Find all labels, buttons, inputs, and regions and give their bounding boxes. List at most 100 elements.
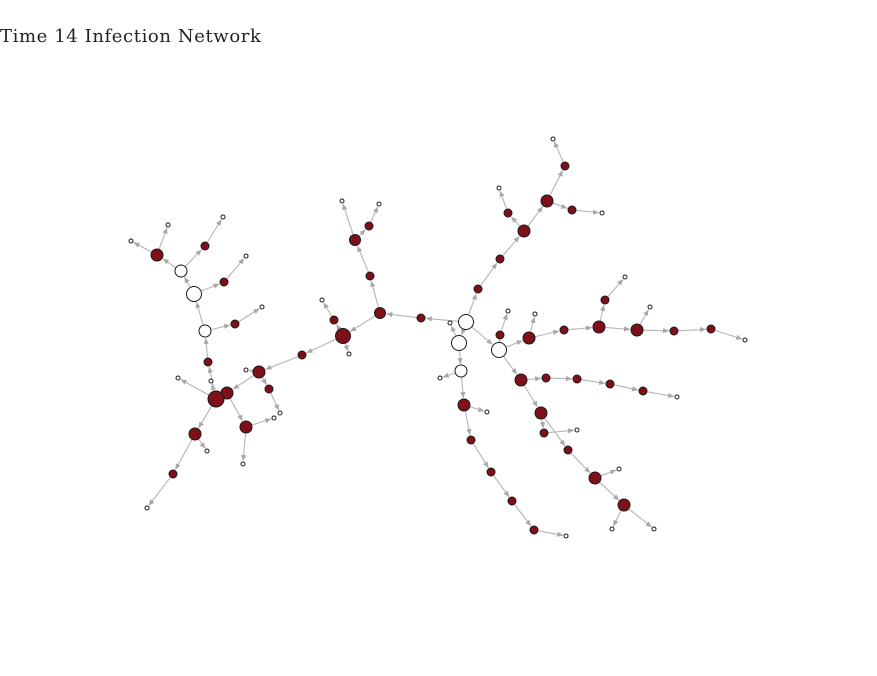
susceptible-node-d9 (622, 274, 628, 280)
infected-node-d8 (600, 295, 610, 305)
susceptible-node-d11 (647, 304, 653, 310)
edge-a13-to-a17 (232, 375, 254, 390)
edge-a14-to-a15 (270, 392, 280, 411)
edge-d10-to-d12 (643, 328, 670, 334)
edge-a24-to-a26 (174, 439, 193, 470)
susceptible-node-a5 (339, 198, 345, 204)
edge-a4-to-a6 (358, 229, 366, 237)
edge-c9-to-c10 (514, 504, 532, 527)
susceptible-node-a37 (220, 214, 226, 220)
edge-a18-to-a20 (180, 379, 209, 396)
edge-d12-to-d13 (678, 326, 707, 333)
susceptible-node-d14 (742, 337, 748, 343)
edge-a8-to-a12 (306, 338, 336, 354)
infected-node-a30 (230, 319, 240, 329)
susceptible-node-a10 (319, 297, 325, 303)
edge-a36-to-a37 (206, 219, 222, 243)
infected-node-a9 (329, 315, 339, 325)
edge-a29-to-a30 (211, 323, 231, 331)
susceptible-node-b10 (599, 210, 605, 216)
edge-hub-c-to-c1 (461, 328, 467, 336)
edge-b9-to-b10 (576, 209, 600, 215)
edge-c5-to-c7 (464, 411, 472, 436)
node-layer (128, 136, 748, 539)
infected-node-a6 (364, 221, 374, 231)
edge-e7-to-e10 (544, 417, 566, 447)
edge-e4-to-e5 (614, 384, 639, 392)
infected-node-a3 (365, 271, 375, 281)
susceptible-node-c3 (454, 364, 468, 378)
edge-e8-to-e9 (548, 428, 575, 434)
infected-node-e8 (539, 428, 549, 438)
susceptible-node-a23 (240, 461, 246, 467)
susceptible-node-hub-c (458, 314, 474, 330)
infected-node-b6 (540, 194, 554, 208)
edge-c3-to-c5 (460, 377, 466, 399)
susceptible-node-a27 (144, 505, 150, 511)
edge-e13-to-e15 (628, 508, 653, 528)
susceptible-node-c4 (437, 375, 443, 381)
edge-d4-to-d5 (530, 316, 536, 332)
edge-a2-to-a8 (349, 315, 376, 332)
susceptible-node-a29 (198, 324, 212, 338)
susceptible-node-b8 (550, 136, 556, 142)
infected-node-b3 (517, 224, 531, 238)
edge-d1-to-d4 (506, 340, 523, 348)
infected-node-d12 (669, 326, 679, 336)
edge-a13-to-a16 (248, 368, 256, 374)
susceptible-node-a20 (175, 375, 181, 381)
susceptible-node-e15 (651, 526, 657, 532)
infected-node-d7 (592, 320, 606, 334)
edge-c1-to-c2 (450, 325, 457, 336)
edge-a1-to-a2 (386, 311, 417, 319)
infected-node-d10 (630, 323, 644, 337)
infected-node-d13 (706, 324, 716, 334)
infected-node-c10 (529, 525, 539, 535)
edge-d7-to-d8 (599, 304, 606, 321)
susceptible-node-a25 (204, 448, 210, 454)
susceptible-node-e6 (674, 394, 680, 400)
edge-a21-to-a23 (241, 433, 247, 462)
edge-d6-to-d7 (568, 325, 593, 331)
edge-a21-to-a22 (252, 418, 272, 426)
infected-node-c5 (457, 398, 471, 412)
edge-e2-to-e3 (550, 375, 573, 382)
susceptible-node-c2 (447, 320, 453, 326)
infected-node-a21 (239, 420, 253, 434)
susceptible-node-b5 (496, 185, 502, 191)
edge-d1-to-e1 (503, 356, 518, 375)
edge-a35-to-a36 (185, 249, 202, 267)
infected-node-e1 (514, 373, 528, 387)
susceptible-node-a11 (346, 351, 352, 357)
susceptible-node-a15 (277, 410, 283, 416)
edge-b2-to-b3 (502, 235, 520, 256)
edge-c10-to-c11 (538, 530, 564, 537)
edge-e3-to-e4 (581, 379, 606, 386)
edge-a12-to-a13 (265, 356, 299, 370)
edge-a17-to-a21 (229, 398, 244, 422)
infected-node-b9 (567, 205, 577, 215)
edge-d13-to-d14 (715, 329, 743, 340)
edge-d8-to-d9 (607, 278, 624, 297)
susceptible-node-a39 (128, 238, 134, 244)
infected-node-e5 (638, 386, 648, 396)
infected-node-b4 (503, 208, 513, 218)
edge-a8-to-a9 (336, 324, 342, 331)
susceptible-node-a34 (243, 253, 249, 259)
edge-b1-to-b2 (480, 262, 498, 286)
susceptible-node-e12 (616, 466, 622, 472)
edge-b4-to-b5 (499, 190, 508, 209)
susceptible-node-d5 (532, 311, 538, 317)
infected-node-a26 (168, 469, 178, 479)
edge-e13-to-e14 (612, 510, 622, 527)
edge-a4-to-a5 (342, 203, 354, 235)
edge-a30-to-a31 (238, 308, 260, 323)
infected-node-a2 (374, 307, 386, 319)
edge-e1-to-e7 (523, 385, 538, 408)
edge-b3-to-b4 (510, 216, 521, 227)
susceptible-node-a32 (186, 286, 202, 302)
infected-node-a36 (200, 241, 210, 251)
infected-node-e13 (617, 498, 631, 512)
edge-d4-to-d6 (535, 329, 560, 338)
